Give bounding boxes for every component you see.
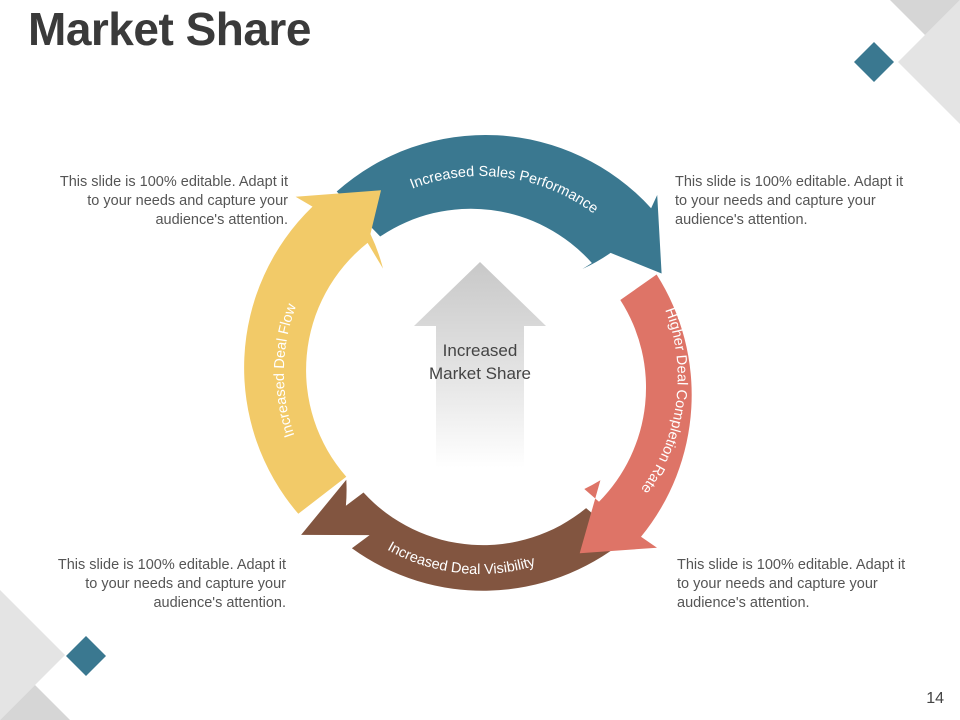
center-up-arrow: [414, 262, 546, 468]
corner-decoration-top-right: [854, 0, 960, 124]
segment-deal-visibility: [301, 479, 625, 591]
note-top-right: This slide is 100% editable. Adapt it to…: [675, 174, 904, 228]
note-bottom-right: This slide is 100% editable. Adapt it to…: [677, 557, 906, 611]
center-label: Increased Market Share: [428, 341, 532, 383]
accent-diamond: [66, 636, 106, 676]
segment-deal-flow: [244, 190, 383, 514]
note-bottom-left: This slide is 100% editable. Adapt it to…: [57, 557, 286, 611]
accent-diamond: [854, 42, 894, 82]
page-number: 14: [926, 690, 944, 707]
slide-title: Market Share: [28, 3, 311, 55]
note-top-left: This slide is 100% editable. Adapt it to…: [59, 174, 288, 228]
corner-decoration-bottom-left: [0, 590, 106, 720]
segment-higher-deal-completion: [579, 274, 692, 554]
segment-sales-performance: [336, 134, 662, 274]
